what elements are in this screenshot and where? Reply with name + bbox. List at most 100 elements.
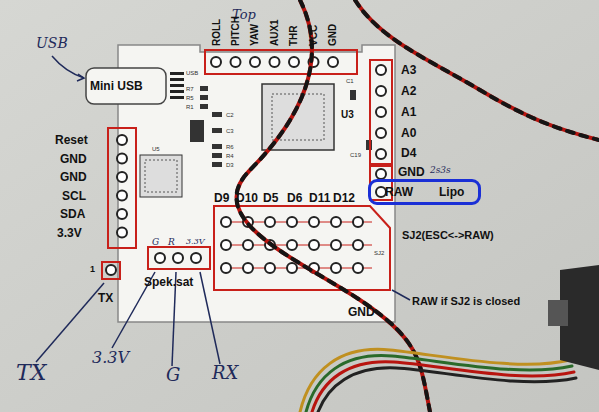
pin-hole: [376, 149, 386, 159]
pin-hole: [117, 135, 127, 145]
pin-label: TX: [98, 292, 113, 304]
pin-label: YAW: [250, 24, 260, 46]
pin-label: RAW if SJ2 is closed: [412, 296, 520, 307]
ribbon-wire: [300, 349, 576, 412]
pin-hole: [331, 217, 341, 227]
pin-label: 1: [90, 265, 95, 274]
connector-plug: [548, 300, 568, 326]
pin-hole: [353, 217, 363, 227]
pin-label: D5: [263, 192, 278, 204]
pin-group-outlines: [102, 50, 392, 290]
pin-hole: [265, 217, 275, 227]
handwritten-note: 3.3V: [186, 238, 205, 246]
pin-label: U3: [341, 110, 354, 120]
part-designator: R7: [186, 86, 194, 92]
handwritten-note: G: [152, 238, 159, 247]
pin-label: D11: [309, 192, 330, 204]
pin-label: Spek.sat: [144, 276, 193, 288]
pin-hole: [117, 209, 127, 219]
pin-hole: [117, 172, 127, 182]
pin-holes: [106, 57, 386, 275]
pin-label: THR: [289, 25, 299, 46]
pin-label: A0: [401, 127, 416, 139]
pin-hole: [331, 240, 341, 250]
pin-label: 3.3V: [57, 227, 82, 239]
usb-pads: [170, 72, 184, 99]
smd-parts: [190, 86, 372, 167]
pin-hole: [221, 240, 231, 250]
pin-label: SJ2(ESC<->RAW): [402, 230, 494, 241]
handwritten-note: 3.3V: [92, 350, 129, 366]
part-designator: R5: [186, 95, 194, 101]
pin-label: D6: [287, 192, 302, 204]
pin-hole: [106, 265, 116, 275]
pin-label: A2: [401, 85, 416, 97]
pin-hole: [376, 128, 386, 138]
part-designator: USB: [186, 70, 198, 76]
pin-hole: [309, 240, 319, 250]
pin-hole: [117, 228, 127, 238]
pin-hole: [221, 217, 231, 227]
pin-hole: [353, 240, 363, 250]
part-designator: C19: [350, 152, 361, 158]
pin-label: Reset: [55, 134, 88, 146]
pin-hole: [250, 57, 260, 67]
twisted-wire: [236, 0, 599, 412]
pin-label: GND: [348, 306, 375, 318]
pin-hole: [328, 57, 338, 67]
pin-hole: [155, 253, 165, 263]
pin-hole: [117, 154, 127, 164]
pin-hole: [376, 187, 386, 197]
pin-hole: [243, 263, 253, 273]
pin-label: VCC: [309, 25, 319, 46]
handwritten-note: 2s3s: [430, 166, 451, 175]
part-designator: U5: [152, 146, 160, 152]
pin-hole: [270, 57, 280, 67]
pin-hole: [376, 107, 386, 117]
pin-hole: [221, 263, 231, 273]
small-chip: [140, 155, 182, 197]
pin-label: GND: [60, 171, 87, 183]
part-designator: C2: [226, 112, 234, 118]
pin-hole: [331, 263, 341, 273]
pin-hole: [376, 169, 386, 179]
pin-label: Lipo: [439, 186, 464, 198]
part-designator: R6: [226, 144, 234, 150]
handwritten-note: R: [168, 238, 175, 247]
pin-hole: [289, 57, 299, 67]
part-designator: SJ2: [374, 250, 384, 256]
pin-label: Mini USB: [90, 80, 143, 92]
pin-label: SCL: [62, 190, 86, 202]
pin-label: ROLL: [212, 19, 222, 46]
pin-label: GND: [60, 153, 87, 165]
mini-usb-connector: [86, 68, 166, 104]
pin-label: A1: [401, 106, 416, 118]
part-designator: R1: [186, 104, 194, 110]
pin-hole: [173, 253, 183, 263]
handwritten-leaders: [36, 56, 410, 366]
pin-label: PITCH: [231, 16, 241, 46]
handwritten-note: USB: [36, 36, 68, 50]
handwritten-note: G: [166, 366, 180, 384]
highlight-box: RAWLipo: [368, 179, 481, 205]
pin-hole: [353, 263, 363, 273]
pin-label: GND: [398, 166, 425, 178]
pin-label: D4: [401, 147, 416, 159]
pin-label: A3: [401, 64, 416, 76]
pin-hole: [191, 253, 201, 263]
pin-hole: [231, 57, 241, 67]
pin-label: AUX1: [270, 19, 280, 46]
part-designator: R4: [226, 153, 234, 159]
pin-hole: [243, 240, 253, 250]
pin-label: D9: [214, 192, 229, 204]
pin-hole: [211, 57, 221, 67]
pin-hole: [376, 86, 386, 96]
pin-hole: [287, 240, 297, 250]
part-designator: C1: [346, 78, 354, 84]
small-chip-pins: [145, 160, 177, 192]
pin-label: SDA: [60, 208, 85, 220]
pin-hole: [376, 65, 386, 75]
part-designator: C3: [226, 128, 234, 134]
